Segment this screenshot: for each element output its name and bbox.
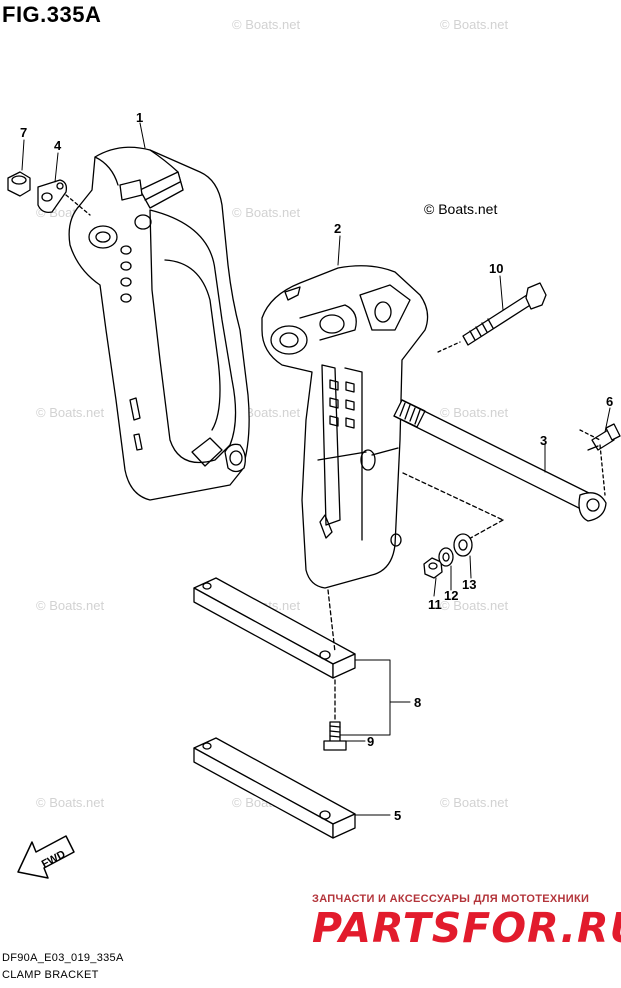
brand-tagline: ЗАПЧАСТИ И АКСЕССУАРЫ ДЛЯ МОТОТЕХНИКИ xyxy=(312,893,590,905)
boats-net-label: © Boats.net xyxy=(424,201,498,217)
bolt-10 xyxy=(437,282,547,353)
diagram-name: CLAMP BRACKET xyxy=(2,969,99,981)
watermark: © Boats.net xyxy=(36,795,105,810)
clamp-shaft-3 xyxy=(393,399,607,546)
bolt-6 xyxy=(579,423,621,496)
nut-11 xyxy=(423,557,443,579)
watermark: © Boats.net xyxy=(232,205,301,220)
callout-8: 8 xyxy=(414,695,421,710)
callout-numbers: 1 2 3 4 5 6 7 8 9 10 11 12 13 xyxy=(20,110,613,823)
callout-2: 2 xyxy=(334,221,341,236)
brand-logo: PARTSFOR.RU xyxy=(312,904,621,952)
watermark: © Boats.net xyxy=(232,17,301,32)
watermark: © Boats.net xyxy=(440,17,509,32)
plate-upper-8 xyxy=(193,577,356,679)
plate-lower-5 xyxy=(193,737,356,839)
washer-12 xyxy=(438,547,454,567)
watermark: © Boats.net xyxy=(36,405,105,420)
callout-12: 12 xyxy=(444,588,458,603)
callout-3: 3 xyxy=(540,433,547,448)
watermark: © Boats.net xyxy=(440,405,509,420)
watermark: © Boats.net xyxy=(440,795,509,810)
callout-13: 13 xyxy=(462,577,476,592)
callout-4: 4 xyxy=(54,138,62,153)
watermark: © Boats.net xyxy=(440,598,509,613)
watermark: © Boats.net xyxy=(36,598,105,613)
fwd-arrow-icon: FWD xyxy=(17,835,75,879)
leader-lines xyxy=(21,122,611,816)
callout-10: 10 xyxy=(489,261,503,276)
clamp-bracket-starboard xyxy=(68,146,250,501)
callout-9: 9 xyxy=(367,734,374,749)
callout-5: 5 xyxy=(394,808,401,823)
callout-7: 7 xyxy=(20,125,27,140)
callout-11: 11 xyxy=(428,597,442,612)
washer-13 xyxy=(453,533,473,557)
bolt-9 xyxy=(323,679,347,751)
nut-7 xyxy=(7,171,31,197)
callout-1: 1 xyxy=(136,110,143,125)
clamp-bracket-port xyxy=(261,265,429,589)
diagram-code: DF90A_E03_019_335A xyxy=(2,952,124,964)
plate-washer-4 xyxy=(37,179,91,216)
figure-title: FIG.335A xyxy=(2,2,102,27)
callout-6: 6 xyxy=(606,394,613,409)
